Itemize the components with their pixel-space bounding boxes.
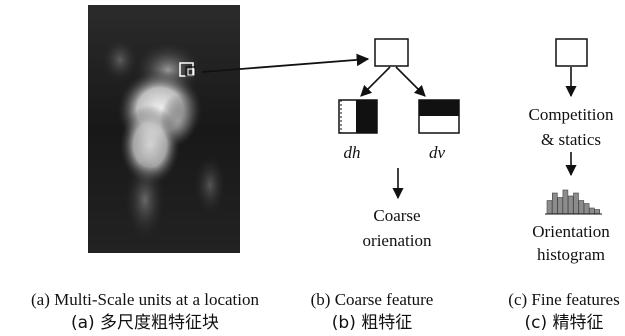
caption-b-zh: (b) 粗特征 [332, 313, 412, 333]
dh-filter-box [338, 99, 378, 134]
coarse-orientation-line2: orienation [363, 231, 432, 250]
histogram-bar [578, 200, 585, 215]
histogram-bar [557, 197, 563, 215]
root-to-dv-arrow [395, 66, 426, 97]
histogram-bar [594, 209, 601, 215]
histogram-bar [546, 200, 553, 215]
histogram-bar [551, 192, 558, 215]
dv-filter-box [418, 99, 460, 134]
competition-line1: Competition [529, 105, 615, 124]
dh-label: dh [344, 143, 361, 162]
coarse-root-node [374, 38, 409, 67]
histogram-bar [573, 192, 579, 215]
caption-a-zh: (a) 多尺度粗特征块 [71, 313, 219, 333]
caption-b-en: (b) Coarse feature [311, 290, 434, 309]
coarse-orientation-line1: Coarse [373, 206, 420, 225]
multi-scale-photo [88, 5, 240, 253]
caption-c-en: (c) Fine features [508, 290, 619, 309]
histogram-bar [562, 189, 569, 215]
orientation-histogram [545, 189, 602, 215]
orientation-line2: histogram [537, 245, 605, 264]
multi-scale-unit-boxes [179, 62, 196, 77]
orientation-line1: Orientation [532, 222, 610, 241]
caption-c-zh: (c) 精特征 [524, 313, 603, 333]
histogram-bar [583, 203, 590, 215]
histogram-bar [567, 195, 574, 215]
root-to-dh-arrow [360, 66, 391, 97]
histogram-bar [589, 207, 595, 215]
dv-label: dv [429, 143, 446, 162]
caption-a-en: (a) Multi-Scale units at a location [31, 290, 260, 309]
competition-line2: & statics [541, 130, 601, 149]
photo-to-coarse-arrow [201, 53, 370, 73]
fine-root-node [555, 38, 588, 67]
